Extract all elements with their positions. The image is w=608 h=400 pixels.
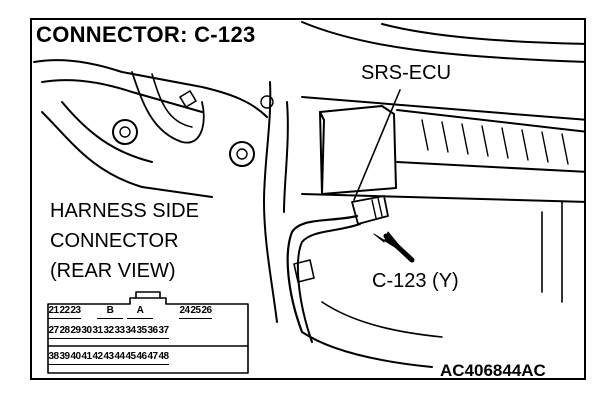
pin-cell: [81, 302, 97, 319]
console-top-edge: [301, 96, 584, 121]
ecu-leader: [353, 89, 401, 201]
dash-upper-curve: [301, 21, 584, 63]
lower-panel: [41, 111, 213, 198]
dash-upper-curve-2: [381, 23, 584, 45]
connector-lock: [371, 197, 383, 219]
console-edge-2: [396, 109, 584, 133]
pillar-inner: [41, 79, 203, 113]
pin-cell: 46: [136, 348, 147, 365]
rear-view-label: (REAR VIEW): [50, 260, 176, 282]
pin-cell: 30: [81, 322, 92, 339]
pin-cell: 36: [147, 322, 158, 339]
panel-vertical-2: [283, 101, 289, 213]
pin-cell: 31: [92, 322, 103, 339]
console-lower: [301, 193, 584, 203]
panel-vertical: [263, 81, 278, 323]
pin-cell: 22: [59, 302, 70, 319]
connector-pinout: 21 22 23 B A 24 25 26 27 28 29 30 31 32 …: [46, 302, 246, 370]
ecu-box-front: [319, 111, 325, 195]
boss-2: [229, 141, 255, 167]
pin-cell: 32: [103, 322, 114, 339]
pin-cell: 41: [81, 348, 92, 365]
pin-cell: 48: [158, 348, 169, 365]
boss-3: [260, 95, 274, 109]
diagram-frame: [30, 18, 586, 380]
pin-cell: 29: [70, 322, 81, 339]
boss-1: [112, 119, 138, 145]
right-part: [541, 201, 563, 303]
pillar-outline: [33, 59, 268, 118]
pin-cell-a: A: [127, 302, 153, 319]
left-harness: [131, 71, 205, 144]
pin-cell: 35: [136, 322, 147, 339]
pin-cell: 40: [70, 348, 81, 365]
pin-cell-b: B: [97, 302, 123, 319]
pin-row-2: 27 28 29 30 31 32 33 34 35 36 37: [48, 322, 169, 339]
boss-2-inner: [236, 148, 248, 160]
console-bottom-edge: [396, 161, 584, 173]
pin-cell: 47: [147, 348, 158, 365]
pin-cell: 44: [114, 348, 125, 365]
ecu-connector: [351, 195, 389, 225]
figure-code: AC406844AC: [440, 361, 546, 380]
pin-row-3: 38 39 40 41 42 43 44 45 46 47 48: [48, 348, 169, 365]
harness-wire-2: [296, 223, 361, 343]
vehicle-interior-drawing: [33, 21, 584, 378]
connector-arrow-shaft: [383, 233, 415, 263]
label-mask: [47, 198, 247, 292]
harness-wire: [286, 214, 359, 334]
floor-line: [301, 331, 433, 368]
lower-panel-2: [61, 101, 153, 163]
pin-cell: 42: [92, 348, 103, 365]
connector-title: CONNECTOR: C-123: [36, 22, 256, 47]
pin-cell: [153, 302, 179, 319]
boss-1-inner: [119, 126, 131, 138]
clip: [179, 90, 197, 108]
ecu-box: [319, 105, 397, 195]
pin-row-1: 21 22 23 B A 24 25 26: [48, 302, 212, 319]
pin-cell: 24: [179, 302, 190, 319]
harness-side-label: HARNESS SIDE: [50, 200, 199, 222]
pin-cell: 26: [201, 302, 212, 319]
pin-cell: 45: [125, 348, 136, 365]
pin-cell: 27: [48, 322, 59, 339]
pin-cell: 28: [59, 322, 70, 339]
pinout-latch: [135, 291, 161, 299]
pin-cell: 38: [48, 348, 59, 365]
srs-ecu-label: SRS-ECU: [361, 62, 452, 84]
pinout-housing: [47, 297, 249, 374]
floor-line-2: [321, 301, 443, 338]
pin-cell: 33: [114, 322, 125, 339]
connector-label: CONNECTOR: [50, 230, 179, 252]
pin-cell: 25: [190, 302, 201, 319]
pin-cell: 23: [70, 302, 81, 319]
pin-cell: 21: [48, 302, 59, 319]
connector-id-label: C-123 (Y): [372, 270, 459, 292]
console-rib-row: [421, 119, 569, 165]
left-harness-2: [151, 73, 193, 128]
pin-cell: 37: [158, 322, 169, 339]
pin-cell: 34: [125, 322, 136, 339]
bracket: [293, 259, 315, 283]
pin-cell: 43: [103, 348, 114, 365]
pin-cell: 39: [59, 348, 70, 365]
